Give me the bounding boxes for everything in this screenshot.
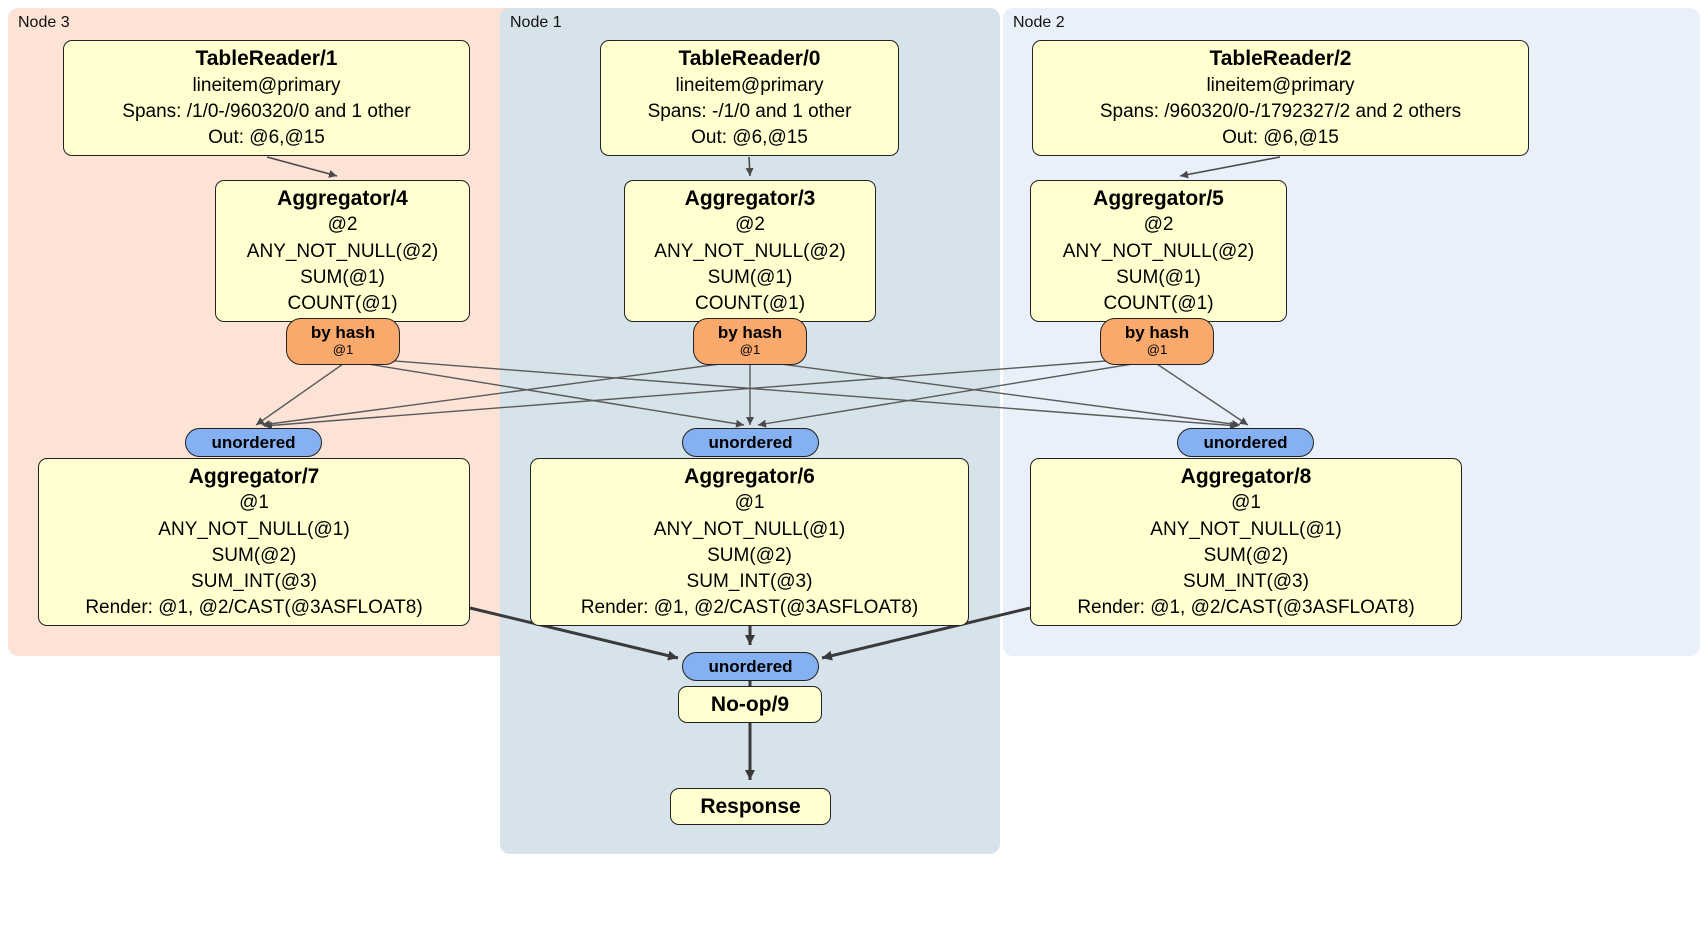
stream-label: unordered bbox=[211, 432, 296, 452]
router-detail: @1 bbox=[1146, 342, 1168, 358]
aggregator-box: Aggregator/8 @1 ANY_NOT_NULL(@1) SUM(@2)… bbox=[1030, 458, 1462, 626]
processor-line: SUM_INT(@3) bbox=[191, 570, 317, 592]
processor-title: Aggregator/3 bbox=[684, 186, 816, 210]
aggregator-box: Aggregator/3 @2 ANY_NOT_NULL(@2) SUM(@1)… bbox=[624, 180, 876, 322]
processor-line: @2 bbox=[327, 214, 358, 236]
stream-label: unordered bbox=[708, 656, 793, 676]
hash-router-badge: by hash @1 bbox=[693, 318, 807, 365]
processor-title: Aggregator/7 bbox=[188, 464, 320, 488]
processor-line: Spans: -/1/0 and 1 other bbox=[647, 100, 852, 122]
processor-title: Aggregator/4 bbox=[277, 186, 408, 210]
processor-title: No-op/9 bbox=[710, 692, 790, 716]
processor-line: SUM(@2) bbox=[211, 544, 297, 566]
hash-router-badge: by hash @1 bbox=[286, 318, 400, 365]
unordered-stream-badge: unordered bbox=[1177, 428, 1314, 457]
hash-router-badge: by hash @1 bbox=[1100, 318, 1214, 365]
processor-line: Out: @6,@15 bbox=[208, 126, 325, 148]
unordered-stream-badge: unordered bbox=[682, 428, 819, 457]
processor-line: SUM(@1) bbox=[707, 266, 793, 288]
processor-line: SUM_INT(@3) bbox=[1183, 570, 1309, 592]
unordered-stream-badge: unordered bbox=[185, 428, 322, 457]
aggregator-box: Aggregator/7 @1 ANY_NOT_NULL(@1) SUM(@2)… bbox=[38, 458, 470, 626]
processor-line: Render: @1, @2/CAST(@3ASFLOAT8) bbox=[580, 597, 919, 619]
processor-line: ANY_NOT_NULL(@1) bbox=[1150, 518, 1342, 540]
router-detail: @1 bbox=[332, 342, 354, 358]
noop-box: No-op/9 bbox=[678, 686, 822, 723]
processor-title: Response bbox=[700, 794, 801, 818]
processor-line: SUM(@1) bbox=[300, 266, 385, 288]
response-box: Response bbox=[670, 788, 831, 825]
processor-line: @1 bbox=[1231, 492, 1261, 514]
processor-line: SUM(@1) bbox=[1116, 266, 1201, 288]
table-reader-box: TableReader/2 lineitem@primary Spans: /9… bbox=[1032, 40, 1529, 156]
node-group-label: Node 2 bbox=[1013, 14, 1065, 31]
processor-title: TableReader/0 bbox=[678, 46, 821, 70]
processor-line: Out: @6,@15 bbox=[691, 126, 808, 148]
processor-line: lineitem@primary bbox=[675, 74, 824, 96]
processor-line: ANY_NOT_NULL(@1) bbox=[158, 518, 350, 540]
node-group-label: Node 1 bbox=[510, 14, 562, 31]
processor-line: ANY_NOT_NULL(@2) bbox=[1062, 240, 1255, 262]
router-label: by hash bbox=[310, 322, 376, 342]
merge-unordered-stream-badge: unordered bbox=[682, 652, 819, 681]
processor-line: COUNT(@1) bbox=[694, 293, 806, 315]
processor-line: COUNT(@1) bbox=[1103, 293, 1214, 315]
processor-line: ANY_NOT_NULL(@2) bbox=[654, 240, 846, 262]
processor-line: COUNT(@1) bbox=[287, 293, 398, 315]
node-group-label: Node 3 bbox=[18, 14, 70, 31]
processor-line: lineitem@primary bbox=[1206, 74, 1355, 96]
processor-line: Out: @6,@15 bbox=[1222, 126, 1339, 148]
processor-line: ANY_NOT_NULL(@2) bbox=[246, 240, 439, 262]
processor-title: TableReader/2 bbox=[1209, 46, 1352, 70]
processor-line: SUM(@2) bbox=[1203, 544, 1289, 566]
router-detail: @1 bbox=[739, 342, 761, 358]
processor-line: SUM(@2) bbox=[707, 544, 792, 566]
aggregator-box: Aggregator/6 @1 ANY_NOT_NULL(@1) SUM(@2)… bbox=[530, 458, 969, 626]
processor-title: TableReader/1 bbox=[195, 46, 338, 70]
processor-line: lineitem@primary bbox=[192, 74, 341, 96]
processor-title: Aggregator/6 bbox=[684, 464, 815, 488]
processor-line: @1 bbox=[734, 492, 765, 514]
table-reader-box: TableReader/0 lineitem@primary Spans: -/… bbox=[600, 40, 899, 156]
processor-line: Spans: /1/0-/960320/0 and 1 other bbox=[122, 100, 411, 122]
processor-title: Aggregator/5 bbox=[1093, 186, 1224, 210]
router-label: by hash bbox=[1124, 322, 1190, 342]
processor-line: Render: @1, @2/CAST(@3ASFLOAT8) bbox=[1077, 597, 1415, 619]
processor-line: @1 bbox=[239, 492, 269, 514]
aggregator-box: Aggregator/5 @2 ANY_NOT_NULL(@2) SUM(@1)… bbox=[1030, 180, 1287, 322]
stream-label: unordered bbox=[708, 432, 793, 452]
processor-title: Aggregator/8 bbox=[1180, 464, 1312, 488]
processor-line: @2 bbox=[1143, 214, 1174, 236]
aggregator-box: Aggregator/4 @2 ANY_NOT_NULL(@2) SUM(@1)… bbox=[215, 180, 470, 322]
processor-line: Render: @1, @2/CAST(@3ASFLOAT8) bbox=[85, 597, 423, 619]
stream-label: unordered bbox=[1203, 432, 1288, 452]
processor-line: ANY_NOT_NULL(@1) bbox=[653, 518, 846, 540]
processor-line: @2 bbox=[735, 214, 765, 236]
table-reader-box: TableReader/1 lineitem@primary Spans: /1… bbox=[63, 40, 470, 156]
processor-line: Spans: /960320/0-/1792327/2 and 2 others bbox=[1099, 100, 1462, 122]
router-label: by hash bbox=[717, 322, 783, 342]
processor-line: SUM_INT(@3) bbox=[686, 570, 813, 592]
